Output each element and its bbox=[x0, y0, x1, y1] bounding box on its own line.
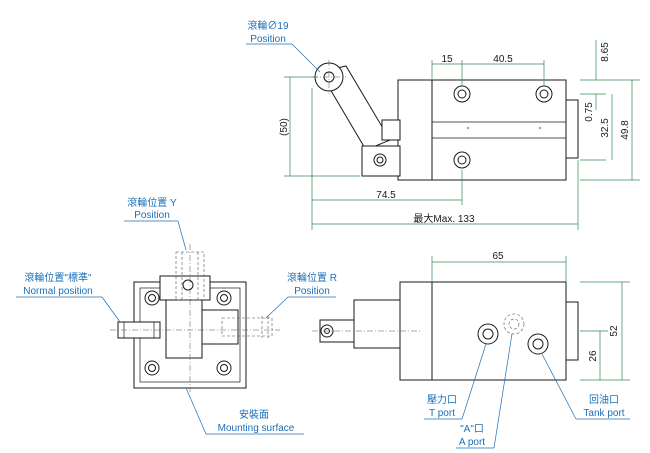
front-bolt bbox=[144, 290, 160, 306]
front-bolt bbox=[216, 360, 232, 376]
roller-position-label: Position bbox=[250, 34, 286, 45]
top-view: 15 40.5 8.65 0.75 32.5 49.8 (50) 74.5 最大… bbox=[246, 19, 640, 230]
a-port-zh-label: "A"口 bbox=[460, 424, 484, 435]
dim-50: (50) bbox=[279, 118, 290, 136]
roller-normal-label: 滾輪位置"標準" bbox=[24, 271, 92, 284]
top-bolt bbox=[453, 85, 471, 103]
mounting-surface-en-label: Mounting surface bbox=[218, 423, 295, 434]
t-port-zh-label: 壓力口 bbox=[427, 393, 457, 406]
roller-r-position-label: Position bbox=[294, 286, 330, 297]
dim-26: 26 bbox=[588, 350, 599, 362]
dim-74-5: 74.5 bbox=[376, 190, 396, 201]
top-endcap bbox=[565, 99, 579, 159]
front-bolt bbox=[216, 290, 232, 306]
front-roller-r-hidden bbox=[221, 317, 273, 337]
front-bolt bbox=[144, 360, 160, 376]
dim-65: 65 bbox=[492, 251, 504, 262]
roller-normal-position-label: Normal position bbox=[23, 286, 92, 297]
dim-40-5: 40.5 bbox=[493, 54, 513, 65]
dim-49-8: 49.8 bbox=[620, 120, 631, 140]
roller-y-position-label: Position bbox=[134, 210, 170, 221]
side-body-block bbox=[431, 281, 567, 381]
t-port bbox=[477, 323, 499, 345]
roller-r-label: 滾輪位置 R bbox=[287, 271, 337, 284]
roller-y-label: 滾輪位置 Y bbox=[127, 196, 177, 209]
tank-port-zh-label: 回油口 bbox=[589, 393, 619, 406]
mounting-surface-label: 安裝面 bbox=[239, 408, 269, 421]
side-endcap bbox=[565, 301, 579, 361]
tank-port-label: Tank port bbox=[583, 408, 624, 419]
dim-32-5: 32.5 bbox=[600, 118, 611, 138]
dim-15: 15 bbox=[441, 54, 453, 65]
front-view: 滾輪位置 Y Position 滾輪位置"標準" Normal position… bbox=[16, 196, 337, 435]
a-port bbox=[503, 313, 525, 335]
top-bolt bbox=[535, 85, 553, 103]
side-view: 65 52 26 壓力口 T port "A"口 A port 回油口 Tank… bbox=[312, 251, 630, 449]
top-bolt bbox=[453, 151, 471, 169]
dim-52: 52 bbox=[609, 325, 620, 337]
tank-port bbox=[527, 333, 549, 355]
t-port-label: T port bbox=[429, 408, 455, 419]
front-right-block bbox=[201, 309, 239, 345]
a-port-label: A port bbox=[459, 437, 485, 448]
dim-0-75: 0.75 bbox=[584, 102, 595, 122]
dim-8-65: 8.65 bbox=[600, 42, 611, 62]
dim-max-133: 最大Max. 133 bbox=[413, 212, 475, 225]
front-lever bbox=[165, 299, 203, 359]
roller-diameter-label: 滾輪∅19 bbox=[247, 19, 289, 32]
top-shaft bbox=[381, 119, 401, 141]
side-lever-block bbox=[353, 299, 401, 349]
